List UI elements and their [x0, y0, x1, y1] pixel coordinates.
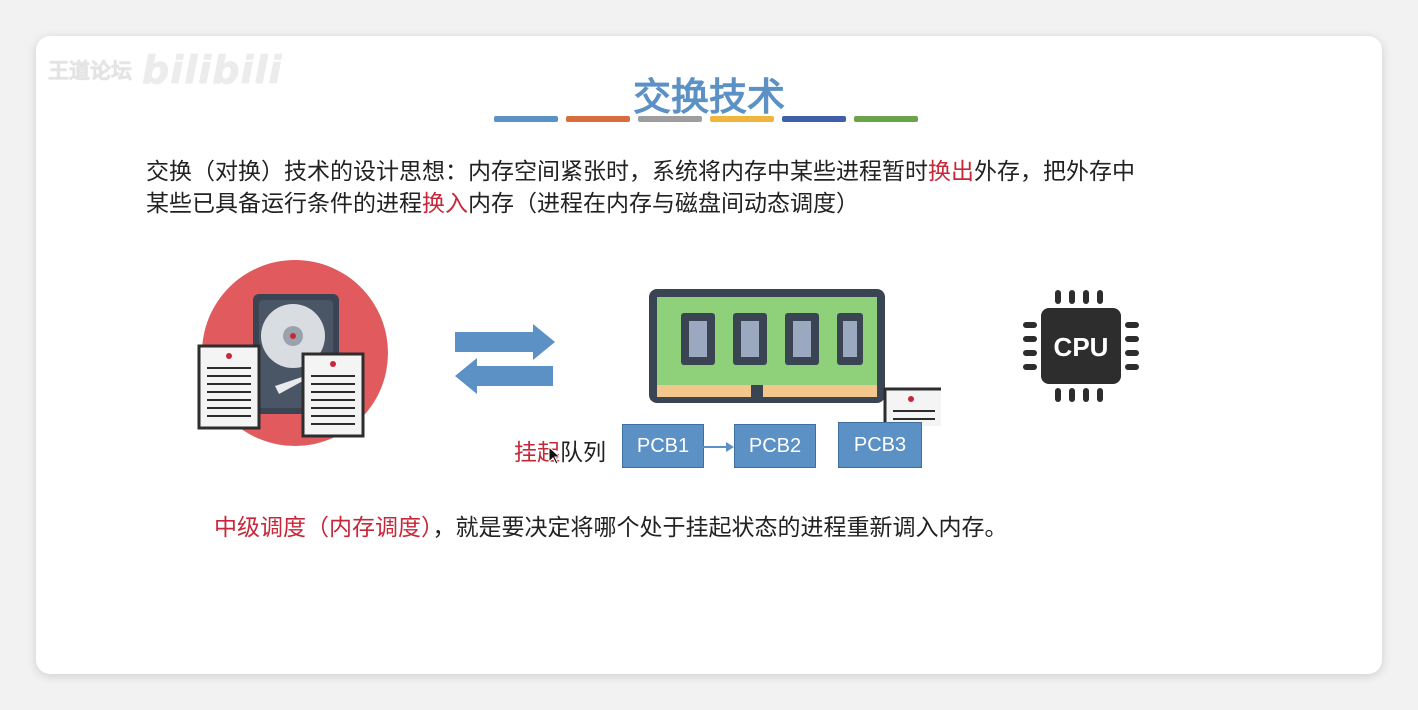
desc-swap-in: 换入 [422, 191, 468, 217]
pcb-box-2: PCB2 [734, 424, 816, 468]
bottom-rest: ，就是要决定将哪个处于挂起状态的进程重新调入内存。 [432, 515, 1008, 541]
desc-line2-part2: 内存（进程在内存与磁盘间动态调度） [468, 191, 859, 217]
watermark-text: 王道论坛 [48, 59, 132, 83]
color-bar-4 [710, 116, 774, 122]
title-color-bars [494, 116, 918, 122]
color-bar-3 [638, 116, 702, 122]
queue-arrow-icon [702, 442, 734, 452]
hard-disk-icon [197, 260, 388, 446]
bilibili-logo: bilibili [142, 48, 283, 92]
swap-arrows-icon [455, 324, 555, 394]
watermark: 王道论坛 bilibili [48, 48, 283, 92]
color-bar-1 [494, 116, 558, 122]
cpu-label: CPU [1054, 332, 1109, 362]
desc-line2-part1: 某些已具备运行条件的进程 [146, 191, 422, 217]
medium-term-scheduling: 中级调度（内存调度） [214, 515, 433, 541]
mouse-cursor-icon [548, 446, 562, 465]
bottom-statement: 中级调度（内存调度），就是要决定将哪个处于挂起状态的进程重新调入内存。 [214, 508, 1008, 542]
memory-stick-icon [649, 289, 941, 426]
slide-title: 交换技术 [632, 75, 785, 119]
desc-swap-out: 换出 [928, 159, 974, 185]
description-paragraph: 交换（对换）技术的设计思想：内存空间紧张时，系统将内存中某些进程暂时换出外存，把… [146, 156, 1296, 220]
desc-line1-part2: 外存，把外存中 [974, 159, 1135, 185]
color-bar-5 [782, 116, 846, 122]
pcb-box-3: PCB3 [838, 422, 922, 468]
pcb-box-1: PCB1 [622, 424, 704, 468]
slide: 王道论坛 bilibili 交换技术 交换（对换）技术的设计思想：内存空间紧张时… [36, 36, 1382, 674]
queue-word: 队列 [560, 440, 606, 466]
color-bar-2 [566, 116, 630, 122]
cpu-chip-icon: CPU [1023, 290, 1139, 402]
suspend-queue-label: 挂起队列 [514, 433, 606, 467]
desc-line1-part1: 交换（对换）技术的设计思想：内存空间紧张时，系统将内存中某些进程暂时 [146, 159, 928, 185]
color-bar-6 [854, 116, 918, 122]
